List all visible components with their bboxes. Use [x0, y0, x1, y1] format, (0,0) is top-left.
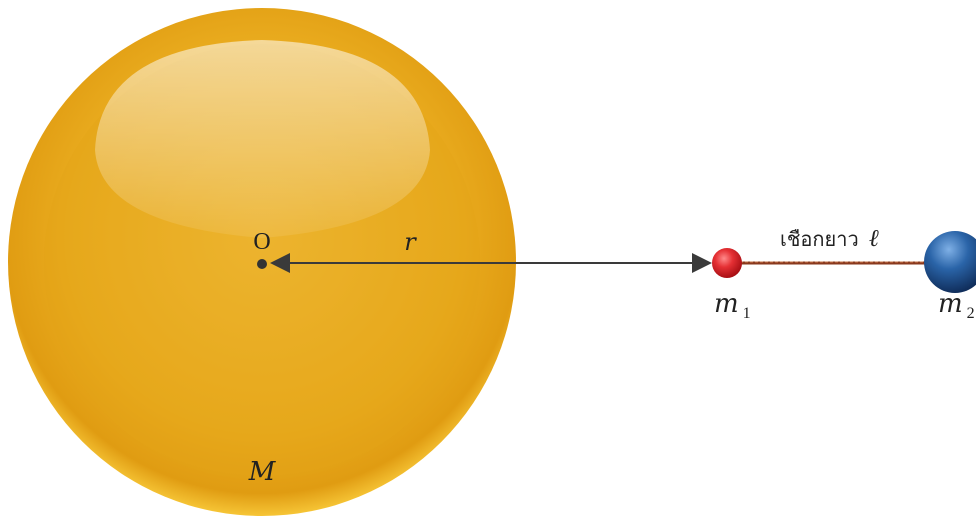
string-text: เชือกยาว [780, 227, 859, 251]
planet-shine [95, 40, 430, 238]
mass1-label: m 1 [714, 289, 751, 322]
mass2-symbol: m [938, 289, 963, 319]
center-label: O [253, 229, 270, 255]
distance-label: r [404, 228, 417, 256]
mass1-ball [712, 248, 742, 278]
mass1-symbol: m [714, 289, 739, 319]
string-length-label: เชือกยาว ℓ [780, 224, 879, 252]
mass1-subscript: 1 [743, 305, 751, 322]
center-point [257, 259, 267, 269]
mass2-label: m 2 [938, 289, 975, 322]
planet-mass-label: M [248, 457, 277, 487]
mass2-ball [924, 231, 976, 293]
mass2-subscript: 2 [967, 305, 975, 322]
string-length-symbol: ℓ [869, 224, 879, 252]
